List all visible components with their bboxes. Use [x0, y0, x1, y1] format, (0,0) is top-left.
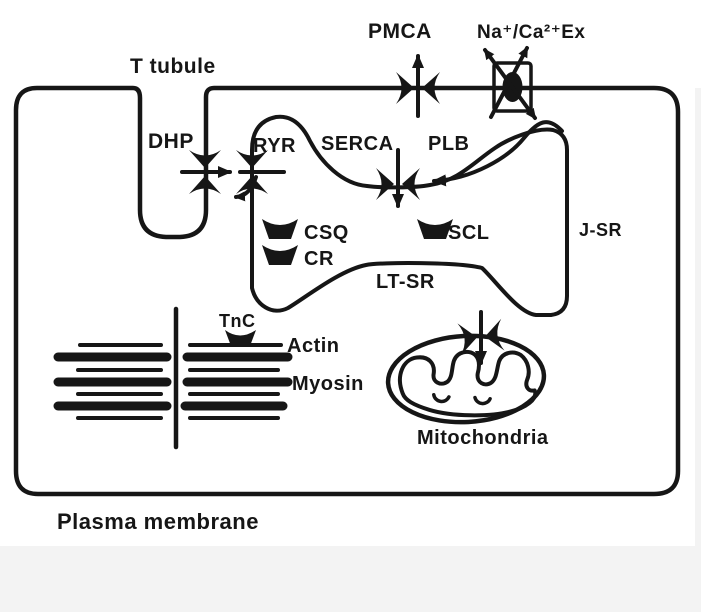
- mitochondria-label: Mitochondria: [417, 427, 549, 449]
- scan-right-band: [695, 88, 701, 612]
- actin-label: Actin: [287, 335, 340, 357]
- ncx-exchanger-icon: [483, 46, 537, 120]
- t-tubule-label: T tubule: [130, 55, 216, 78]
- plb-return-arrow: [432, 120, 564, 187]
- mitochondria-outer-membrane: [385, 333, 547, 425]
- serca-label: SERCA: [321, 133, 394, 155]
- plasma-membrane-label: Plasma membrane: [57, 509, 259, 534]
- myosin-label: Myosin: [292, 373, 364, 395]
- plasma-membrane-outline: [13, 85, 681, 497]
- myosin-filaments: [53, 352, 293, 411]
- ncx-label: Na⁺/Ca²⁺Ex: [477, 22, 585, 43]
- plb-label: PLB: [428, 133, 470, 155]
- dhp-label: DHP: [148, 130, 194, 153]
- cicr-trigger-arrow: [234, 175, 258, 202]
- mitochondria-inner-curl-left: [432, 392, 451, 404]
- mitochondria-shape: [385, 333, 547, 425]
- myofilaments: [53, 306, 293, 450]
- scl-label: SCL: [448, 222, 490, 244]
- ltsr-label: LT-SR: [376, 271, 435, 293]
- jsr-label: J-SR: [579, 220, 622, 240]
- csq-label: CSQ: [304, 222, 349, 244]
- scl-glyph: [417, 219, 453, 239]
- mitochondria-inner-curl-right: [473, 395, 492, 406]
- scan-footer-band: [0, 546, 701, 612]
- cr-glyph: [262, 245, 298, 265]
- cr-label: CR: [304, 248, 334, 270]
- tnc-label: TnC: [219, 311, 256, 331]
- pmca-label: PMCA: [368, 20, 432, 43]
- ryr-label: RYR: [253, 135, 296, 157]
- actin-filaments: [76, 343, 283, 420]
- mitochondria-cristae: [397, 349, 538, 418]
- sr-outline: [250, 114, 569, 317]
- csq-glyph: [262, 219, 298, 239]
- tnc-glyph: [225, 330, 256, 346]
